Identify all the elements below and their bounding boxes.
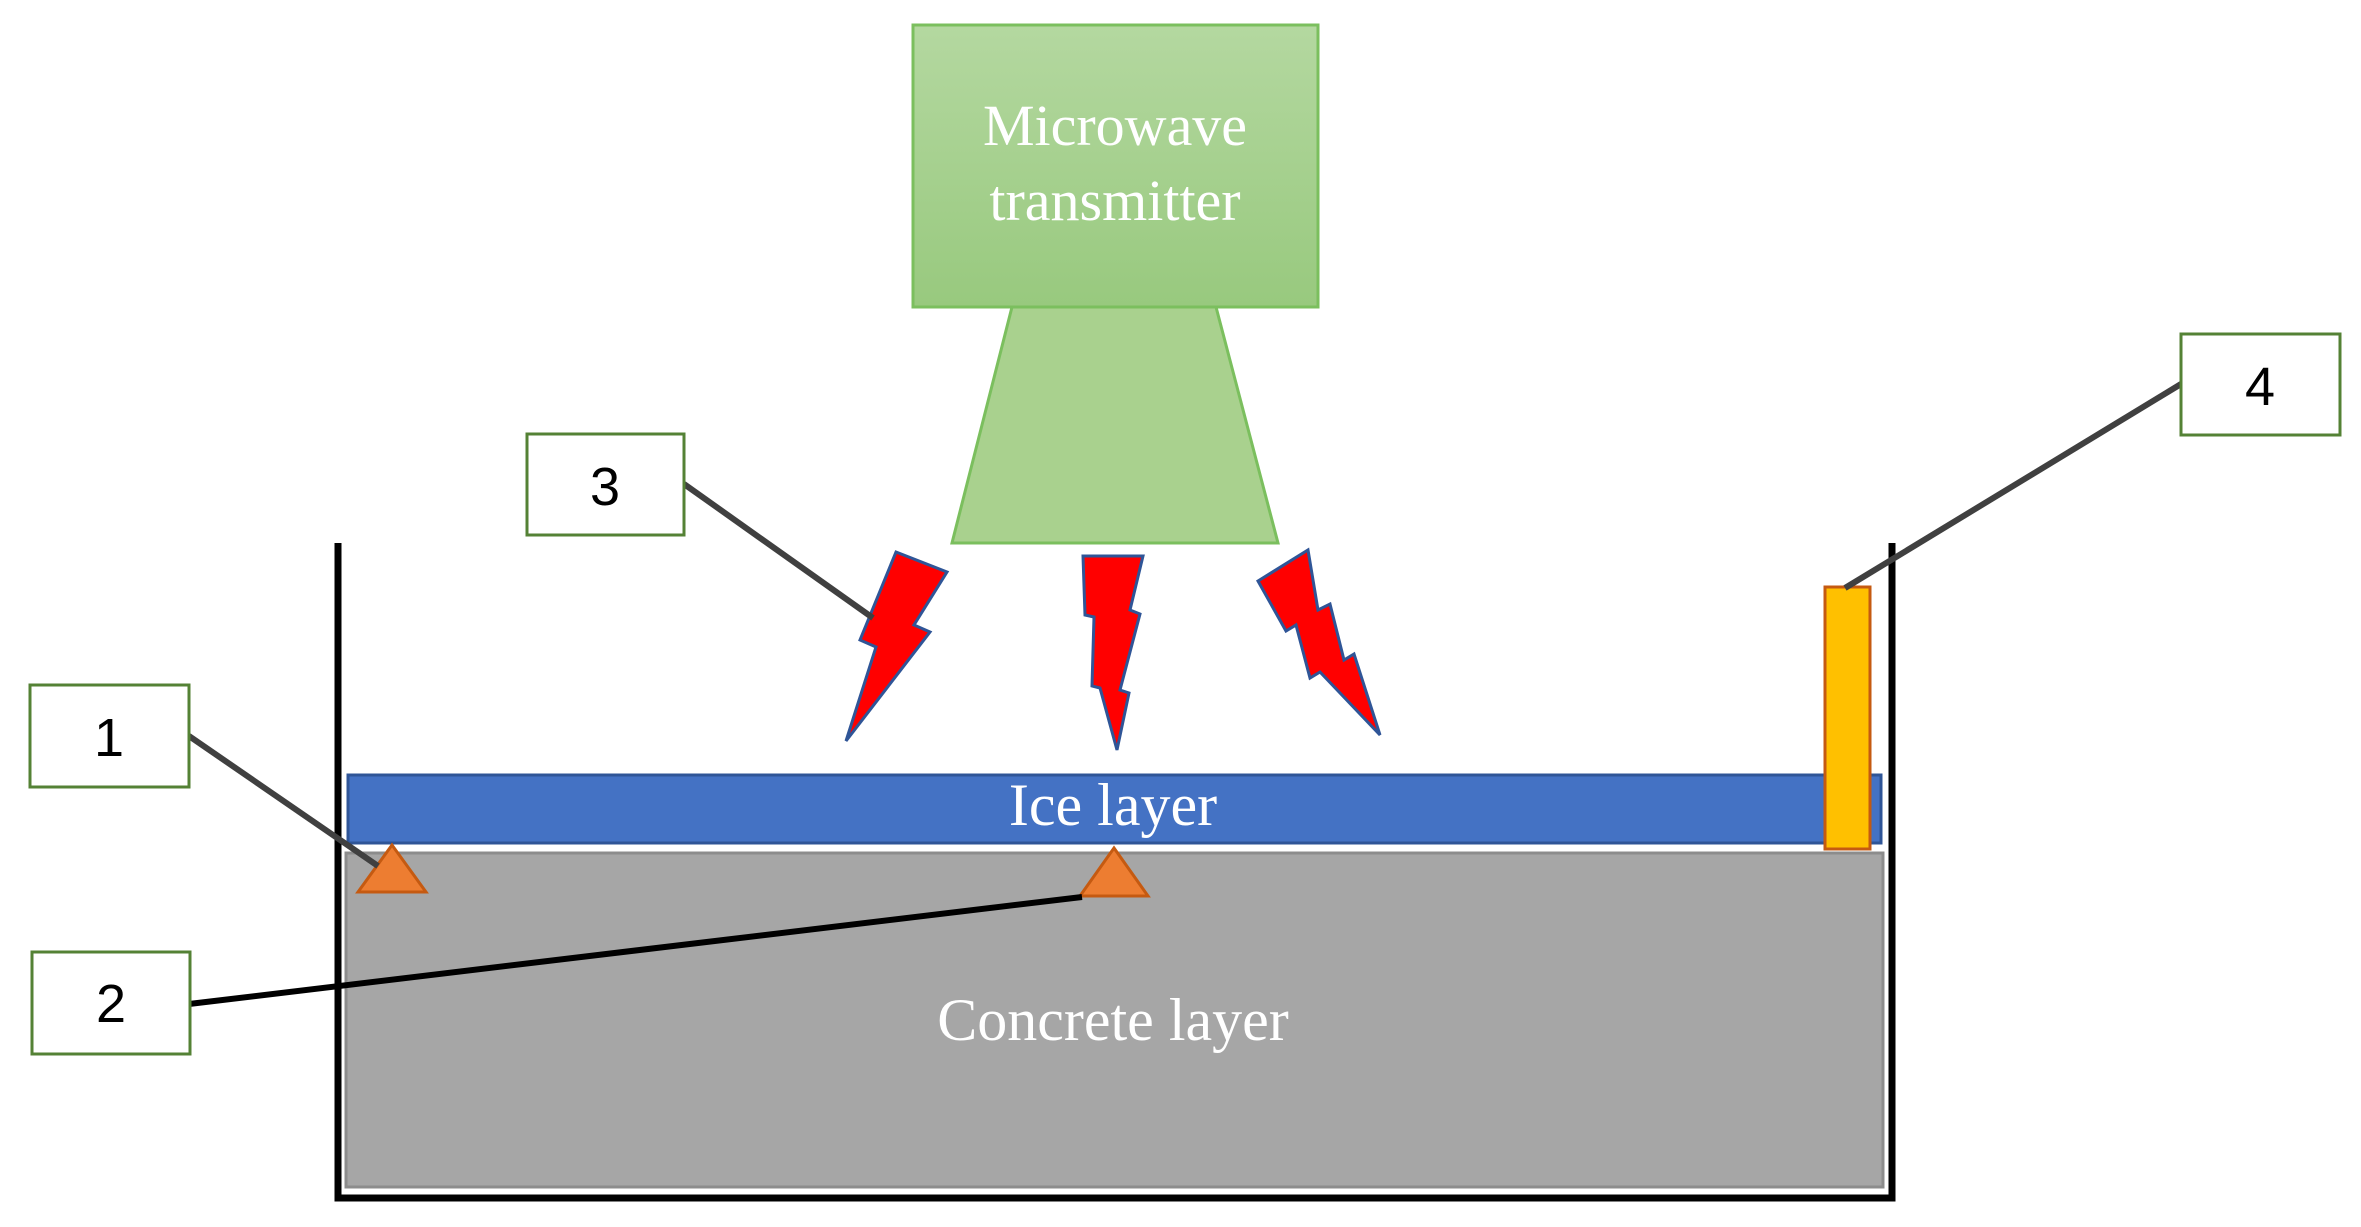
leader-line-3 <box>682 481 875 621</box>
ice-layer-label: Ice layer <box>1009 772 1217 838</box>
sensor-1-triangle-icon <box>355 842 429 894</box>
transmitter-label-line2: transmitter <box>989 168 1240 233</box>
callout-box-4 <box>2179 332 2342 437</box>
concrete-layer-label: Concrete layer <box>937 987 1288 1053</box>
callout-box-3 <box>525 432 686 537</box>
concrete-layer <box>344 851 1885 1189</box>
temperature-probe <box>1823 585 1872 851</box>
transmitter-label-line1: Microwave <box>983 93 1247 158</box>
callout-label-1: 1 <box>94 708 124 768</box>
callout-label-4: 4 <box>2245 357 2275 417</box>
lightning-bolt-left-icon <box>844 550 950 742</box>
leader-line-1 <box>187 733 380 869</box>
leader-line-4 <box>1843 381 2183 591</box>
callout-label-3: 3 <box>590 457 620 517</box>
sensor-2-triangle-icon <box>1077 845 1151 898</box>
ice-layer <box>346 773 1883 845</box>
callout-label-2: 2 <box>96 974 126 1034</box>
container-outline <box>334 543 1896 1202</box>
transmitter-horn <box>950 305 1280 545</box>
leader-line-2 <box>188 894 1083 1007</box>
transmitter-body <box>911 23 1320 309</box>
lightning-bolt-center-icon <box>1081 554 1145 751</box>
lightning-bolt-right-icon <box>1255 547 1382 737</box>
callout-box-2 <box>30 950 192 1056</box>
callout-box-1 <box>28 683 191 789</box>
